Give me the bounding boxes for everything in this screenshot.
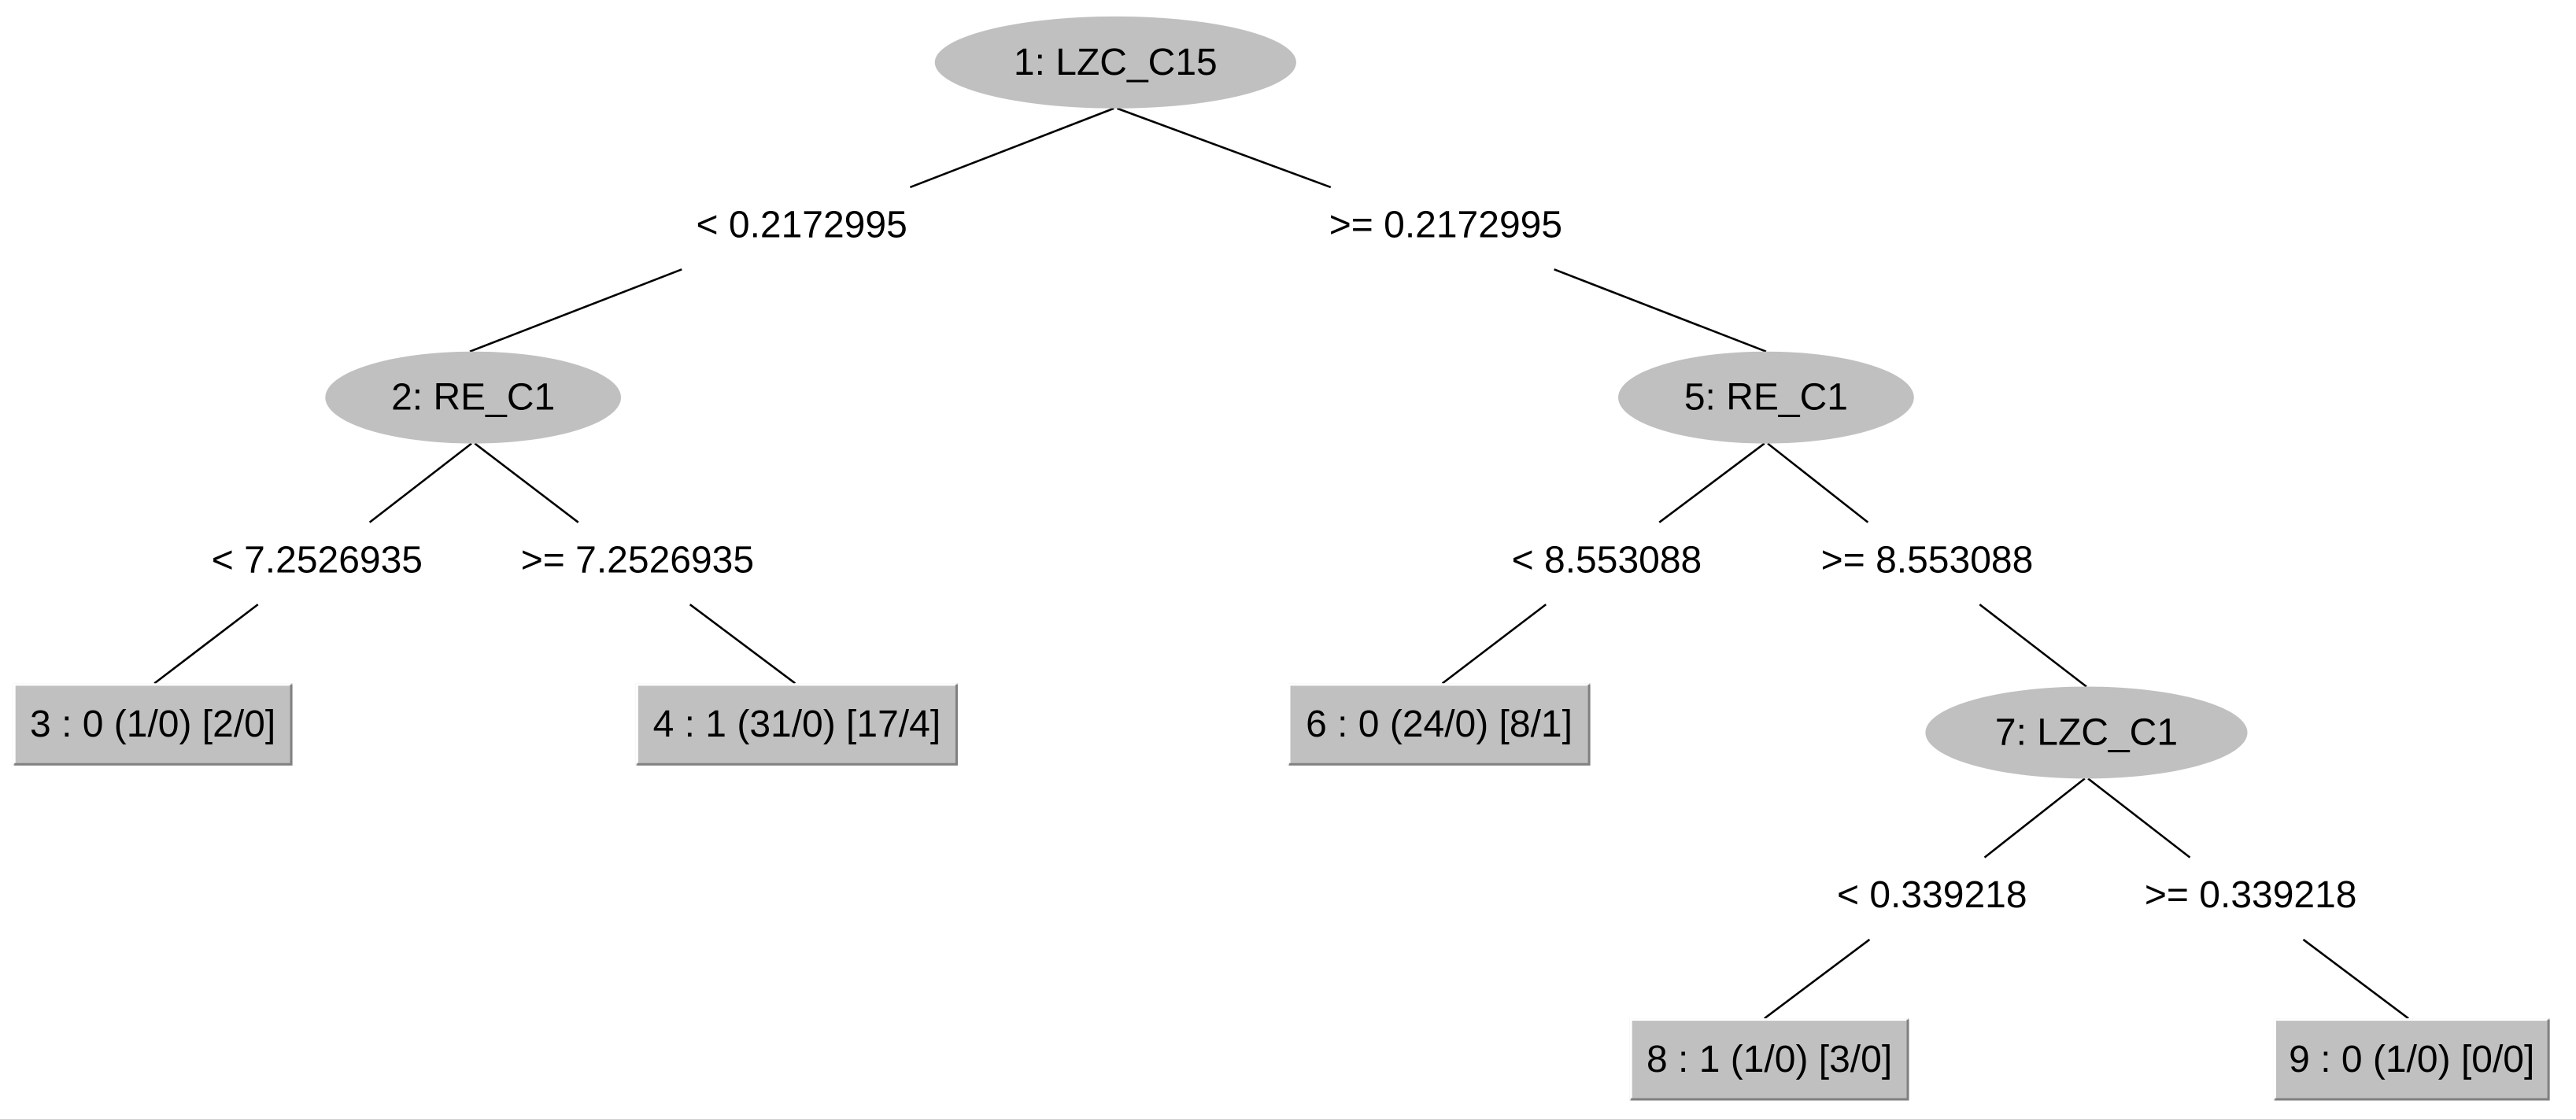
leaf-label: 8 : 1 (1/0) [3/0]: [1646, 1039, 1892, 1080]
edge-line-lower: [689, 604, 796, 685]
leaf-label: 9 : 0 (1/0) [0/0]: [2289, 1039, 2534, 1080]
edge-line-lower: [1764, 938, 1871, 1020]
node-label: 7: LZC_C1: [1995, 711, 2178, 753]
leaf-node-l8: 8 : 1 (1/0) [3/0]: [1629, 1018, 1909, 1101]
edge-condition-label: < 7.2526935: [212, 539, 423, 581]
leaf-bevel-shadow: [637, 684, 958, 766]
split-node-n7: 7: LZC_C1: [1925, 686, 2248, 779]
edge-line-upper: [2087, 777, 2191, 859]
leaf-box: [1288, 683, 1591, 766]
leaf-bevel-shadow: [14, 684, 293, 766]
leaf-node-l3: 3 : 0 (1/0) [2/0]: [13, 683, 293, 766]
leaf-bevel-highlight: [1288, 683, 1590, 765]
leaf-label: 3 : 0 (1/0) [2/0]: [30, 704, 275, 745]
tree-edge-e7_9: >= 0.339218: [2087, 777, 2409, 1020]
edge-line-lower: [1441, 604, 1547, 685]
leaf-box: [2273, 1018, 2550, 1101]
tree-edge-e2_3: < 7.2526935: [153, 442, 472, 685]
edge-line-upper: [474, 442, 579, 523]
leaf-box: [13, 683, 293, 766]
edge-line-upper: [368, 442, 472, 523]
leaf-node-l6: 6 : 0 (24/0) [8/1]: [1288, 683, 1591, 766]
edge-condition-label: < 0.2172995: [697, 204, 907, 246]
edge-line-lower: [1979, 604, 2087, 688]
edge-line-lower: [153, 604, 259, 685]
leaf-label: 4 : 1 (31/0) [17/4]: [653, 704, 941, 745]
split-node-n1: 1: LZC_C15: [934, 16, 1296, 109]
node-label: 5: RE_C1: [1684, 377, 1848, 419]
edge-condition-label: >= 7.2526935: [521, 539, 754, 581]
leaf-node-l4: 4 : 1 (31/0) [17/4]: [635, 683, 958, 766]
tree-edge-e1_5: >= 0.2172995: [1116, 107, 1767, 353]
leaf-bevel-shadow: [2275, 1019, 2550, 1101]
edge-condition-label: >= 0.339218: [2145, 874, 2357, 916]
split-node-n5: 5: RE_C1: [1618, 351, 1914, 444]
edge-line-upper: [1116, 107, 1332, 189]
edge-line-upper: [1767, 442, 1869, 523]
leaf-node-l9: 9 : 0 (1/0) [0/0]: [2273, 1018, 2550, 1101]
edge-condition-label: < 8.553088: [1512, 539, 1702, 581]
node-label: 1: LZC_C15: [1014, 42, 1218, 83]
edge-line-lower: [469, 268, 682, 353]
edge-condition-label: < 0.339218: [1837, 874, 2027, 916]
leaf-bevel-highlight: [13, 683, 292, 765]
leaf-bevel-shadow: [1631, 1019, 1909, 1101]
edge-line-upper: [1983, 777, 2086, 859]
edge-condition-label: >= 0.2172995: [1329, 204, 1562, 246]
leaf-bevel-highlight: [1629, 1018, 1909, 1100]
tree-edge-e1_2: < 0.2172995: [469, 107, 1114, 353]
leaf-bevel-highlight: [2273, 1018, 2549, 1100]
edge-line-lower: [1554, 268, 1767, 353]
leaf-bevel-highlight: [635, 683, 957, 765]
tree-edge-e5_6: < 8.553088: [1441, 442, 1765, 685]
node-ellipse: [1925, 686, 2248, 779]
node-ellipse: [1618, 351, 1914, 444]
edge-line-upper: [1658, 442, 1765, 523]
edge-line-lower: [2302, 938, 2409, 1020]
node-label: 2: RE_C1: [391, 377, 555, 419]
edge-condition-label: >= 8.553088: [1821, 539, 2034, 581]
leaf-label: 6 : 0 (24/0) [8/1]: [1306, 704, 1573, 745]
split-node-n2: 2: RE_C1: [325, 351, 622, 444]
leaf-box: [635, 683, 958, 766]
leaf-box: [1629, 1018, 1909, 1101]
node-ellipse: [325, 351, 622, 444]
tree-edge-e7_8: < 0.339218: [1764, 777, 2086, 1020]
tree-edge-e2_4: >= 7.2526935: [474, 442, 796, 685]
node-ellipse: [934, 16, 1296, 109]
tree-edge-e5_7: >= 8.553088: [1767, 442, 2087, 688]
edge-line-upper: [909, 107, 1114, 189]
leaf-bevel-shadow: [1289, 684, 1591, 766]
